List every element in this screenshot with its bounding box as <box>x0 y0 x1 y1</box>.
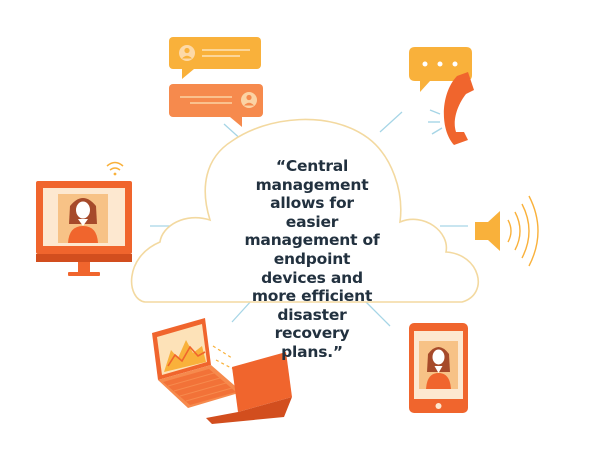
speaker-sound-icon <box>475 195 539 267</box>
phone-call-icon <box>409 47 474 145</box>
laptop-chart-icon <box>152 318 292 424</box>
tablet-video-call-icon <box>409 323 468 413</box>
wifi-icon <box>106 161 124 176</box>
desktop-video-call-icon <box>36 181 132 276</box>
chat-bubble-avatar-icon <box>169 37 263 127</box>
cloud-icon <box>130 118 479 303</box>
cloud-quote-text: “Central management allows for easier ma… <box>244 157 380 361</box>
